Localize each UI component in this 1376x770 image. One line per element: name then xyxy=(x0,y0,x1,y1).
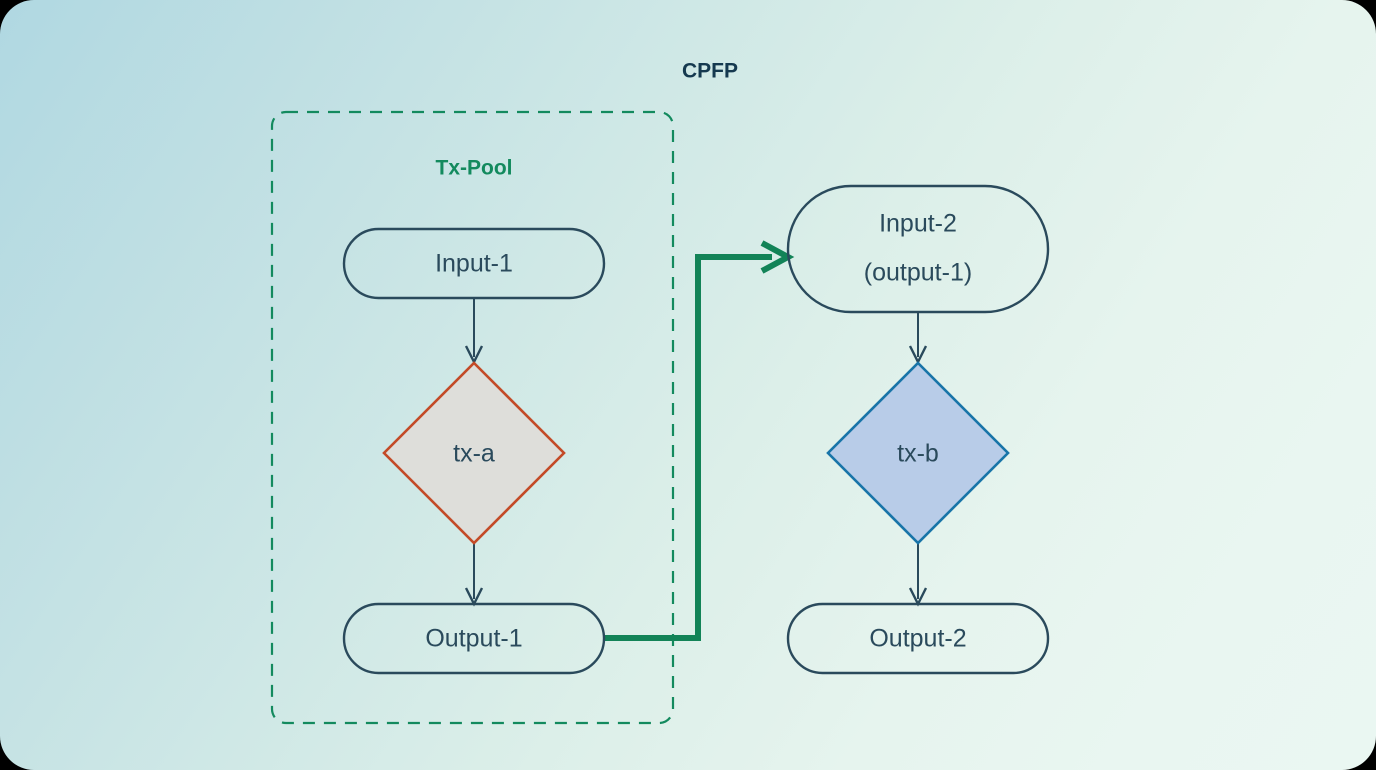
output-2-shape[interactable] xyxy=(786,602,1050,675)
node-input-1[interactable]: Input-1 xyxy=(342,227,606,300)
tx-b-label: tx-b xyxy=(897,440,939,468)
edge-input1-txa xyxy=(464,298,484,365)
edge-txa-output1 xyxy=(464,543,484,607)
node-output-1[interactable]: Output-1 xyxy=(342,602,606,675)
input-2-label-line2: (output-1) xyxy=(864,259,972,287)
tx-pool-container xyxy=(270,110,675,725)
input-1-shape[interactable] xyxy=(342,227,606,300)
node-input-2[interactable]: Input-2 (output-1) xyxy=(786,184,1050,314)
node-tx-a[interactable]: tx-a xyxy=(382,361,566,545)
tx-a-shape[interactable] xyxy=(382,361,566,545)
output-1-shape[interactable] xyxy=(342,602,606,675)
input-2-label-line1: Input-2 xyxy=(879,210,957,238)
input-2-shape[interactable] xyxy=(786,184,1050,314)
tx-a-label: tx-a xyxy=(453,440,495,468)
edge-txb-output2 xyxy=(908,543,928,607)
input-1-label: Input-1 xyxy=(435,250,513,278)
tx-pool-label: Tx-Pool xyxy=(436,157,513,180)
node-tx-b[interactable]: tx-b xyxy=(826,361,1010,545)
tx-b-shape[interactable] xyxy=(826,361,1010,545)
output-2-label: Output-2 xyxy=(869,625,966,653)
page-title: CPFP xyxy=(682,60,738,83)
edge-input2-txb xyxy=(908,312,928,365)
output-1-label: Output-1 xyxy=(425,625,522,653)
node-output-2[interactable]: Output-2 xyxy=(786,602,1050,675)
edge-output1-input2 xyxy=(604,240,795,641)
